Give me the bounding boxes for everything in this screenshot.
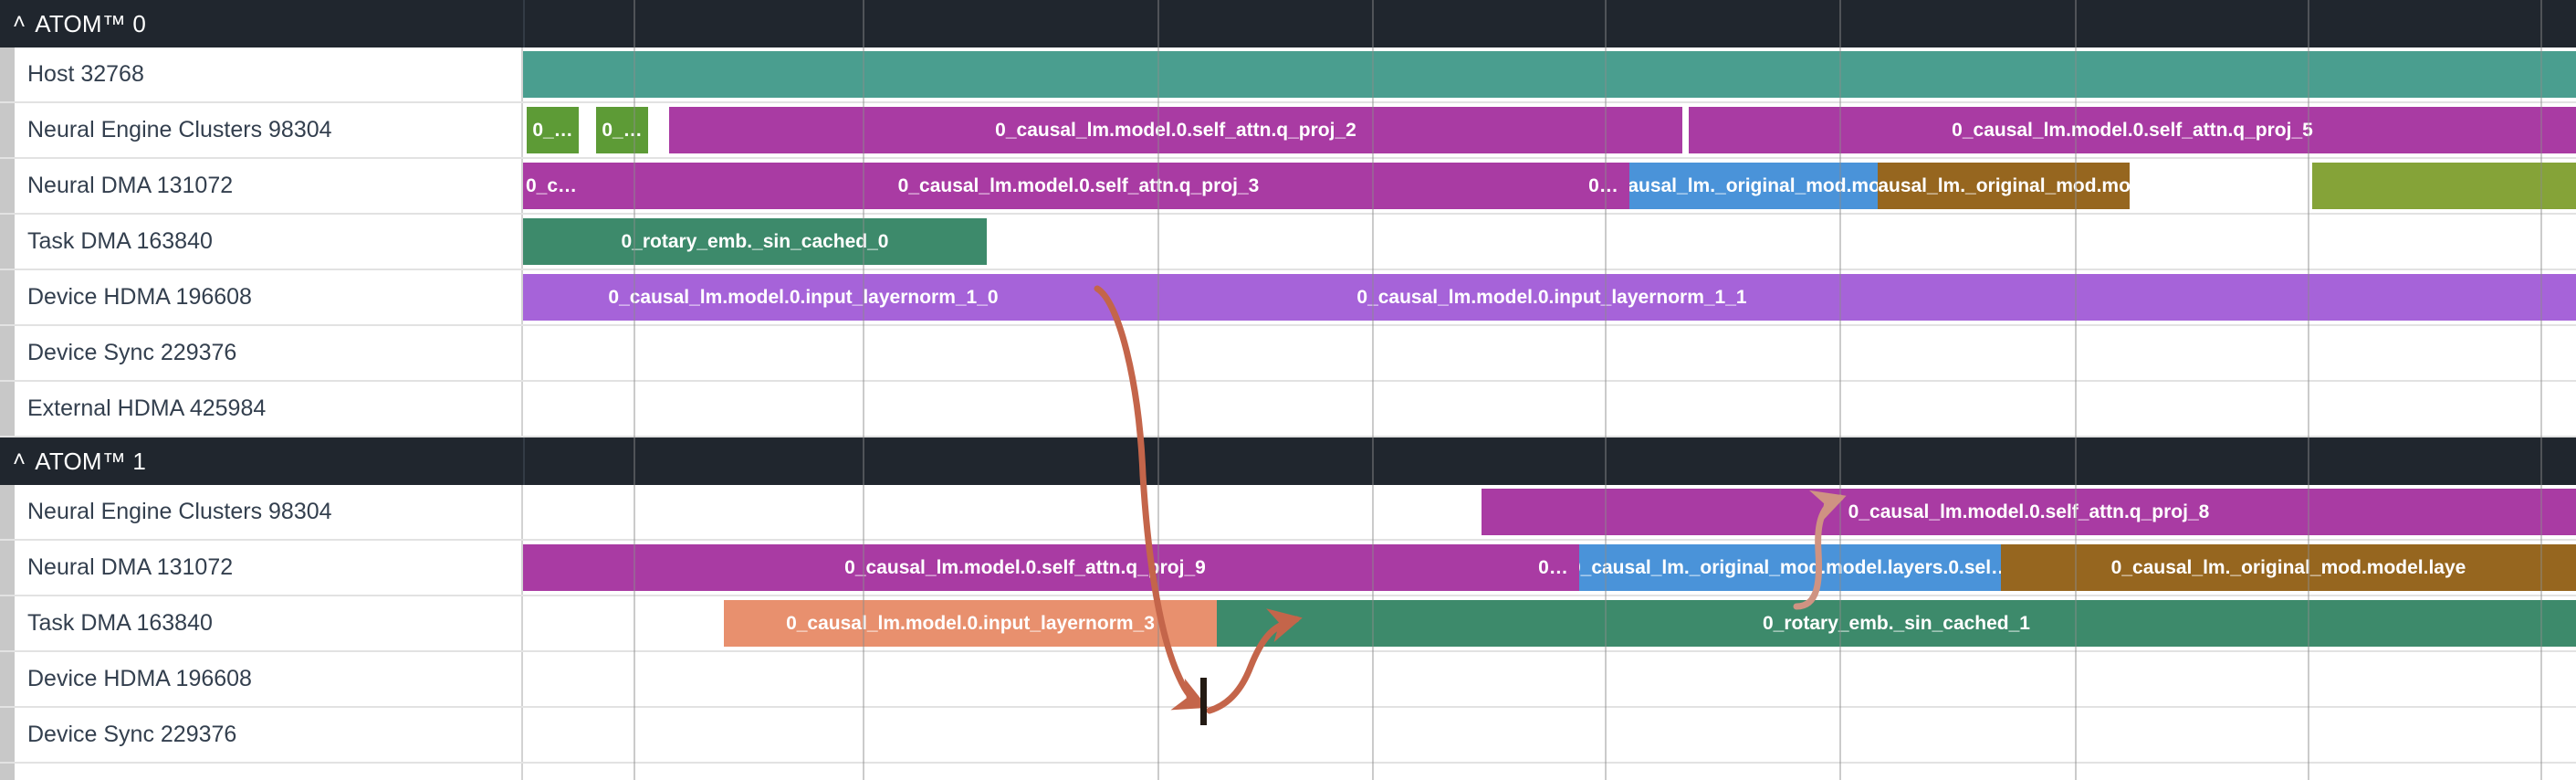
timeline-slice[interactable]: 0_causal_lm.model.0.self_attn.q_proj_9 — [523, 544, 1527, 591]
track-lane[interactable]: 0_… 0_… 0_causal_lm.model.0.self_attn.q_pr… — [523, 103, 2576, 157]
track-lane[interactable] — [523, 652, 2576, 706]
track-row[interactable]: Device Sync 229376 — [0, 708, 2576, 764]
timeline-slice[interactable]: 0… — [1577, 163, 1629, 209]
timeline-slice[interactable]: 0_… — [596, 107, 648, 153]
track-name-cell[interactable]: Neural Engine Clusters 98304 — [0, 485, 523, 539]
track-row[interactable]: Device HDMA 196608 — [0, 652, 2576, 708]
track-name-label: Host 32768 — [27, 61, 144, 87]
track-name-label: Device HDMA 196608 — [27, 666, 252, 691]
track-indent-gutter — [0, 215, 15, 269]
timeline-slice[interactable]: 0_causal_lm._original_mod.model.laye — [2001, 544, 2576, 591]
track-lane[interactable] — [523, 382, 2576, 436]
track-name-label: Neural DMA 131072 — [27, 173, 234, 198]
track-lane[interactable] — [523, 708, 2576, 762]
track-name-cell[interactable]: Device Sync 229376 — [0, 326, 523, 380]
track-name-label: Neural Engine Clusters 98304 — [27, 117, 332, 142]
track-lane[interactable]: 0_causal_lm.model.0.self_attn.q_proj_8 — [523, 485, 2576, 539]
track-name-cell[interactable]: External HDMA 425984 — [0, 382, 523, 436]
track-indent-gutter — [0, 159, 15, 213]
track-name-cell[interactable]: Device HDMA 196608 — [0, 270, 523, 324]
track-name-label: Device Sync 229376 — [27, 340, 237, 365]
track-indent-gutter — [0, 596, 15, 650]
track-name-label: Device Sync 229376 — [27, 722, 237, 747]
track-name-cell[interactable]: Neural DMA 131072 — [0, 541, 523, 595]
track-name-cell[interactable]: Task DMA 163840 — [0, 215, 523, 269]
timeline-slice[interactable]: 0_causal_lm._original_mod.mod… — [1629, 163, 1878, 209]
group-header-atom-0[interactable]: ˄ ATOM™ 0 — [0, 0, 2576, 47]
timeline-slice[interactable]: 0_causal_lm.model.0.input_layernorm_3 — [724, 600, 1217, 647]
track-indent-gutter — [0, 708, 15, 762]
track-name-label: Neural DMA 131072 — [27, 554, 234, 580]
track-indent-gutter — [0, 764, 15, 780]
track-lane[interactable] — [523, 47, 2576, 101]
track-name-cell[interactable]: Host 32768 — [0, 47, 523, 101]
timeline-slice[interactable]: 0_causal_lm._original_mod.model.layers.0… — [1579, 544, 2001, 591]
track-name-label: External HDMA 425984 — [27, 777, 266, 780]
track-indent-gutter — [0, 103, 15, 157]
track-name-cell[interactable]: Device Sync 229376 — [0, 708, 523, 762]
group-title: ATOM™ 1 — [35, 447, 147, 475]
timeline-slice[interactable]: 0_causal_lm.model.0.self_attn.q_proj_5 — [1689, 107, 2576, 153]
instant-marker-0[interactable] — [1200, 678, 1207, 725]
timeline-slice[interactable]: 0_causal_lm.model.0.self_attn.q_proj_2 — [669, 107, 1682, 153]
track-lane[interactable] — [523, 764, 2576, 780]
track-indent-gutter — [0, 47, 15, 101]
track-name-cell[interactable]: Device HDMA 196608 — [0, 652, 523, 706]
timeline-slice[interactable]: 0_rotary_emb._sin_cached_1 — [1217, 600, 2576, 647]
track-indent-gutter — [0, 652, 15, 706]
track-name-label: Task DMA 163840 — [27, 610, 213, 636]
track-name-cell[interactable]: Neural Engine Clusters 98304 — [0, 103, 523, 157]
timeline-slice[interactable]: 0… — [1527, 544, 1579, 591]
track-name-cell[interactable]: Task DMA 163840 — [0, 596, 523, 650]
track-name-label: Neural Engine Clusters 98304 — [27, 499, 332, 524]
track-name-label: Task DMA 163840 — [27, 228, 213, 254]
track-name-label: External HDMA 425984 — [27, 395, 267, 421]
timeline-slice[interactable]: 0_causal_lm._original_mod.mod… — [1878, 163, 2130, 209]
timeline-slice[interactable]: 0_causal_lm.model.0.input_layernorm_1_1 — [1084, 274, 2020, 321]
track-indent-gutter — [0, 382, 15, 436]
timeline-slice[interactable] — [2020, 274, 2576, 321]
track-row[interactable]: Device Sync 229376 — [0, 326, 2576, 382]
chevron-up-icon[interactable]: ˄ — [13, 10, 26, 35]
track-name-cell[interactable]: Neural DMA 131072 — [0, 159, 523, 213]
track-row[interactable]: Host 32768 — [0, 47, 2576, 103]
group-title: ATOM™ 0 — [35, 9, 147, 37]
track-lane[interactable]: 0_rotary_emb._sin_cached_0 — [523, 215, 2576, 269]
track-row[interactable]: Neural DMA 131072 0_c…0_causal_lm.model.0… — [0, 159, 2576, 215]
track-name-cell[interactable]: External HDMA 425984 — [0, 764, 523, 780]
timeline-slice[interactable]: 0_c… — [523, 163, 580, 209]
timeline-slice[interactable]: 0_rotary_emb._sin_cached_0 — [523, 218, 987, 265]
timeline-slice[interactable]: 0_causal_lm.model.0.self_attn.q_proj_3 — [580, 163, 1577, 209]
track-lane[interactable]: 0_c…0_causal_lm.model.0.self_attn.q_proj… — [523, 159, 2576, 213]
timeline-slice[interactable] — [523, 51, 2576, 98]
track-indent-gutter — [0, 541, 15, 595]
track-row[interactable]: Neural Engine Clusters 98304 0_causal_lm.… — [0, 485, 2576, 541]
track-row[interactable]: External HDMA 425984 — [0, 764, 2576, 780]
timeline-slice[interactable]: 0_causal_lm.model.0.self_attn.q_proj_8 — [1482, 489, 2576, 535]
track-row[interactable]: Neural Engine Clusters 98304 0_… 0_… 0_caus… — [0, 103, 2576, 159]
track-indent-gutter — [0, 326, 15, 380]
chevron-up-icon[interactable]: ˄ — [13, 448, 26, 472]
track-name-label: Device HDMA 196608 — [27, 284, 252, 310]
track-row[interactable]: External HDMA 425984 — [0, 382, 2576, 437]
track-row[interactable]: Device HDMA 196608 0_causal_lm.model.0.in… — [0, 270, 2576, 326]
track-row[interactable]: Task DMA 163840 0_causal_lm.model.0.input… — [0, 596, 2576, 652]
group-header-atom-1[interactable]: ˄ ATOM™ 1 — [0, 437, 2576, 485]
track-indent-gutter — [0, 270, 15, 324]
timeline-slice[interactable] — [2312, 163, 2576, 209]
track-lane[interactable] — [523, 326, 2576, 380]
timeline-slice[interactable]: 0_causal_lm.model.0.input_layernorm_1_0 — [523, 274, 1084, 321]
track-indent-gutter — [0, 485, 15, 539]
timeline-slice[interactable]: 0_… — [527, 107, 579, 153]
track-row[interactable]: Neural DMA 131072 0_causal_lm.model.0.sel… — [0, 541, 2576, 596]
track-row[interactable]: Task DMA 163840 0_rotary_emb._sin_cached_… — [0, 215, 2576, 270]
